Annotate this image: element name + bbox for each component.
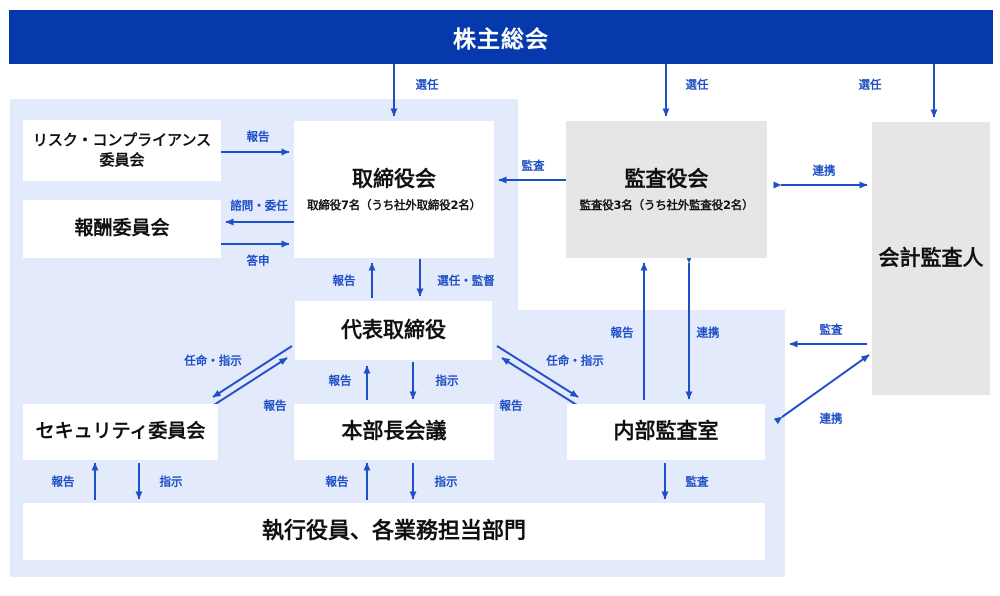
node-risk-compliance-committee: リスク・コンプライアンス 委員会	[23, 120, 221, 181]
edge-label-audit-accounting-to-internal: 監査	[819, 322, 843, 337]
edge-label-appoint-supervise: 選任・監督	[437, 273, 495, 288]
edge-label-audit-internal-to-exec: 監査	[685, 474, 709, 489]
board-of-directors-title: 取締役会	[352, 166, 436, 191]
edge-label-instruct-security-to-exec: 指示	[159, 474, 183, 489]
edge-label-report-to-board: 報告	[332, 273, 356, 288]
shareholders-meeting-label: 株主総会	[453, 27, 549, 53]
risk-compliance-committee-title2: 委員会	[99, 150, 145, 169]
node-executive-officers-departments: 執行役員、各業務担当部門	[23, 503, 765, 560]
edge-label-report-security-to-rep: 報告	[263, 398, 287, 413]
edge-label-audit-board: 監査	[521, 158, 545, 173]
executive-officers-departments-title: 執行役員、各業務担当部門	[261, 518, 526, 544]
edge-label-report-exec-to-security: 報告	[51, 474, 75, 489]
node-board-of-directors: 取締役会 取締役7名（うち社外取締役2名）	[294, 121, 494, 258]
node-internal-audit-office: 内部監査室	[567, 404, 765, 460]
node-representative-director: 代表取締役	[295, 301, 492, 360]
node-security-committee: セキュリティ委員会	[23, 404, 218, 460]
node-compensation-committee: 報酬委員会	[23, 200, 221, 258]
edge-label-consult-delegate: 諮問・委任	[230, 198, 288, 213]
compensation-committee-title: 報酬委員会	[74, 217, 170, 240]
edge-label-appoint-directors: 選任	[415, 77, 439, 92]
edge-label-report-audit-to-auditors: 報告	[610, 325, 634, 340]
accounting-auditor-title: 会計監査人	[878, 245, 984, 270]
general-managers-meeting-title: 本部長会議	[341, 419, 447, 444]
internal-audit-office-title: 内部監査室	[613, 419, 719, 444]
edge-label-appoint-accounting-auditor: 選任	[858, 77, 882, 92]
edge-label-appoint-instruct-right: 任命・指示	[546, 353, 604, 368]
security-committee-title: セキュリティ委員会	[35, 420, 206, 443]
edge-label-risk-report: 報告	[246, 129, 270, 144]
edge-label-cooperation-auditors-accounting: 連携	[812, 163, 836, 178]
edge-label-cooperation-audit-auditors: 連携	[696, 325, 720, 340]
edge-label-report-gm-to-rep: 報告	[328, 373, 352, 388]
board-of-auditors-title: 監査役会	[624, 166, 709, 191]
edge-label-cooperation-internal-accounting: 連携	[819, 411, 843, 426]
edge-label-report-exec-to-gm: 報告	[325, 474, 349, 489]
representative-director-title: 代表取締役	[341, 317, 446, 342]
shareholders-meeting-banner: 株主総会	[9, 10, 993, 64]
edge-label-reply-report: 答申	[246, 253, 270, 268]
edge-label-instruct-gm-to-exec: 指示	[434, 474, 458, 489]
board-of-auditors-subtitle: 監査役3名（うち社外監査役2名）	[579, 198, 754, 213]
edge-label-appoint-instruct-left: 任命・指示	[184, 353, 242, 368]
node-board-of-auditors: 監査役会 監査役3名（うち社外監査役2名）	[566, 121, 767, 258]
edge-label-report-audit-to-rep: 報告	[499, 398, 523, 413]
board-of-directors-subtitle: 取締役7名（うち社外取締役2名）	[307, 198, 481, 213]
risk-compliance-committee-title: リスク・コンプライアンス	[32, 130, 212, 149]
node-general-managers-meeting: 本部長会議	[294, 404, 494, 460]
edge-label-appoint-auditors: 選任	[685, 77, 709, 92]
edge-label-instruct-gm: 指示	[435, 373, 459, 388]
node-accounting-auditor: 会計監査人	[872, 122, 990, 395]
